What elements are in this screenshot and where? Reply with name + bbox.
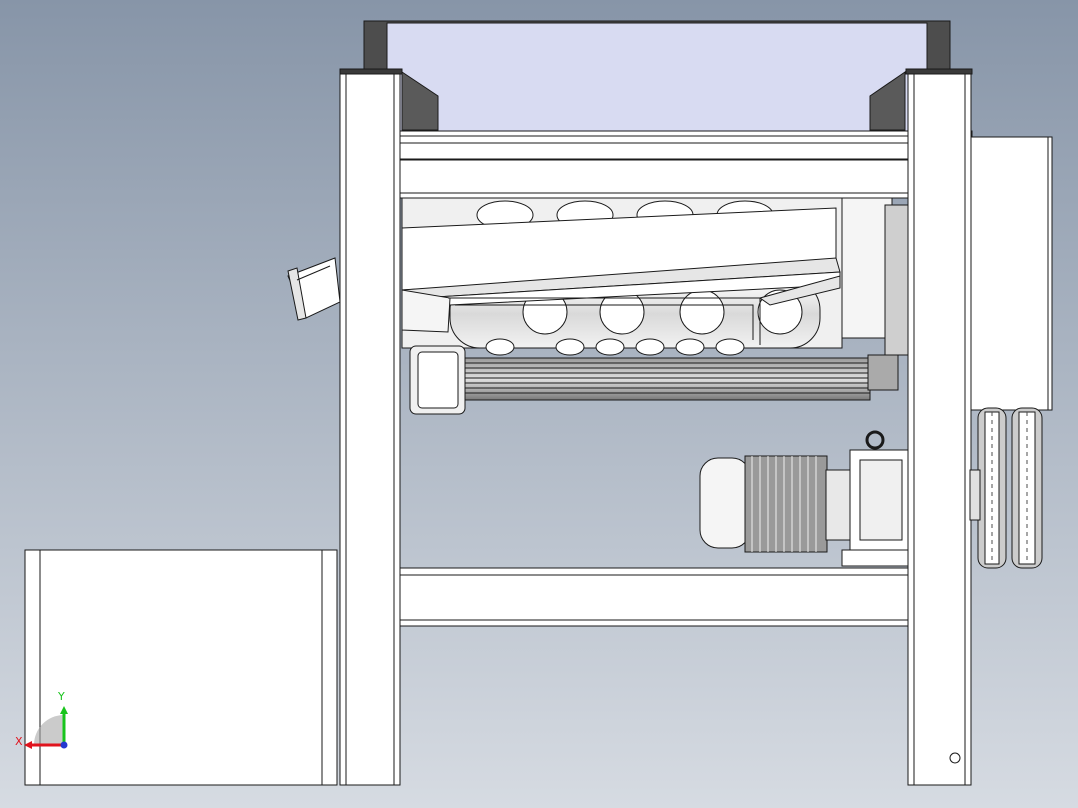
- lower-cross-beam[interactable]: [399, 567, 909, 627]
- upper-cross-beam[interactable]: [399, 159, 911, 199]
- side-cabinet[interactable]: [24, 549, 338, 786]
- side-housing[interactable]: [970, 136, 1053, 411]
- chain-drive[interactable]: [969, 407, 1043, 569]
- top-rail[interactable]: [339, 130, 973, 160]
- triad-x-label: X: [15, 735, 23, 748]
- view-triad: X Y: [15, 690, 68, 749]
- triad-y-label: Y: [57, 690, 65, 703]
- lifting-eye: [865, 430, 885, 450]
- frame-leg-left[interactable]: [339, 70, 401, 786]
- frame-leg-right[interactable]: [907, 70, 972, 786]
- inclined-chute[interactable]: [401, 207, 841, 345]
- gear-motor[interactable]: [699, 430, 909, 567]
- motor-fins: [751, 456, 817, 552]
- discharge-spout[interactable]: [287, 257, 341, 321]
- hopper[interactable]: [363, 20, 951, 134]
- bolt-hole: [949, 752, 961, 764]
- roller-bundle[interactable]: [409, 345, 899, 415]
